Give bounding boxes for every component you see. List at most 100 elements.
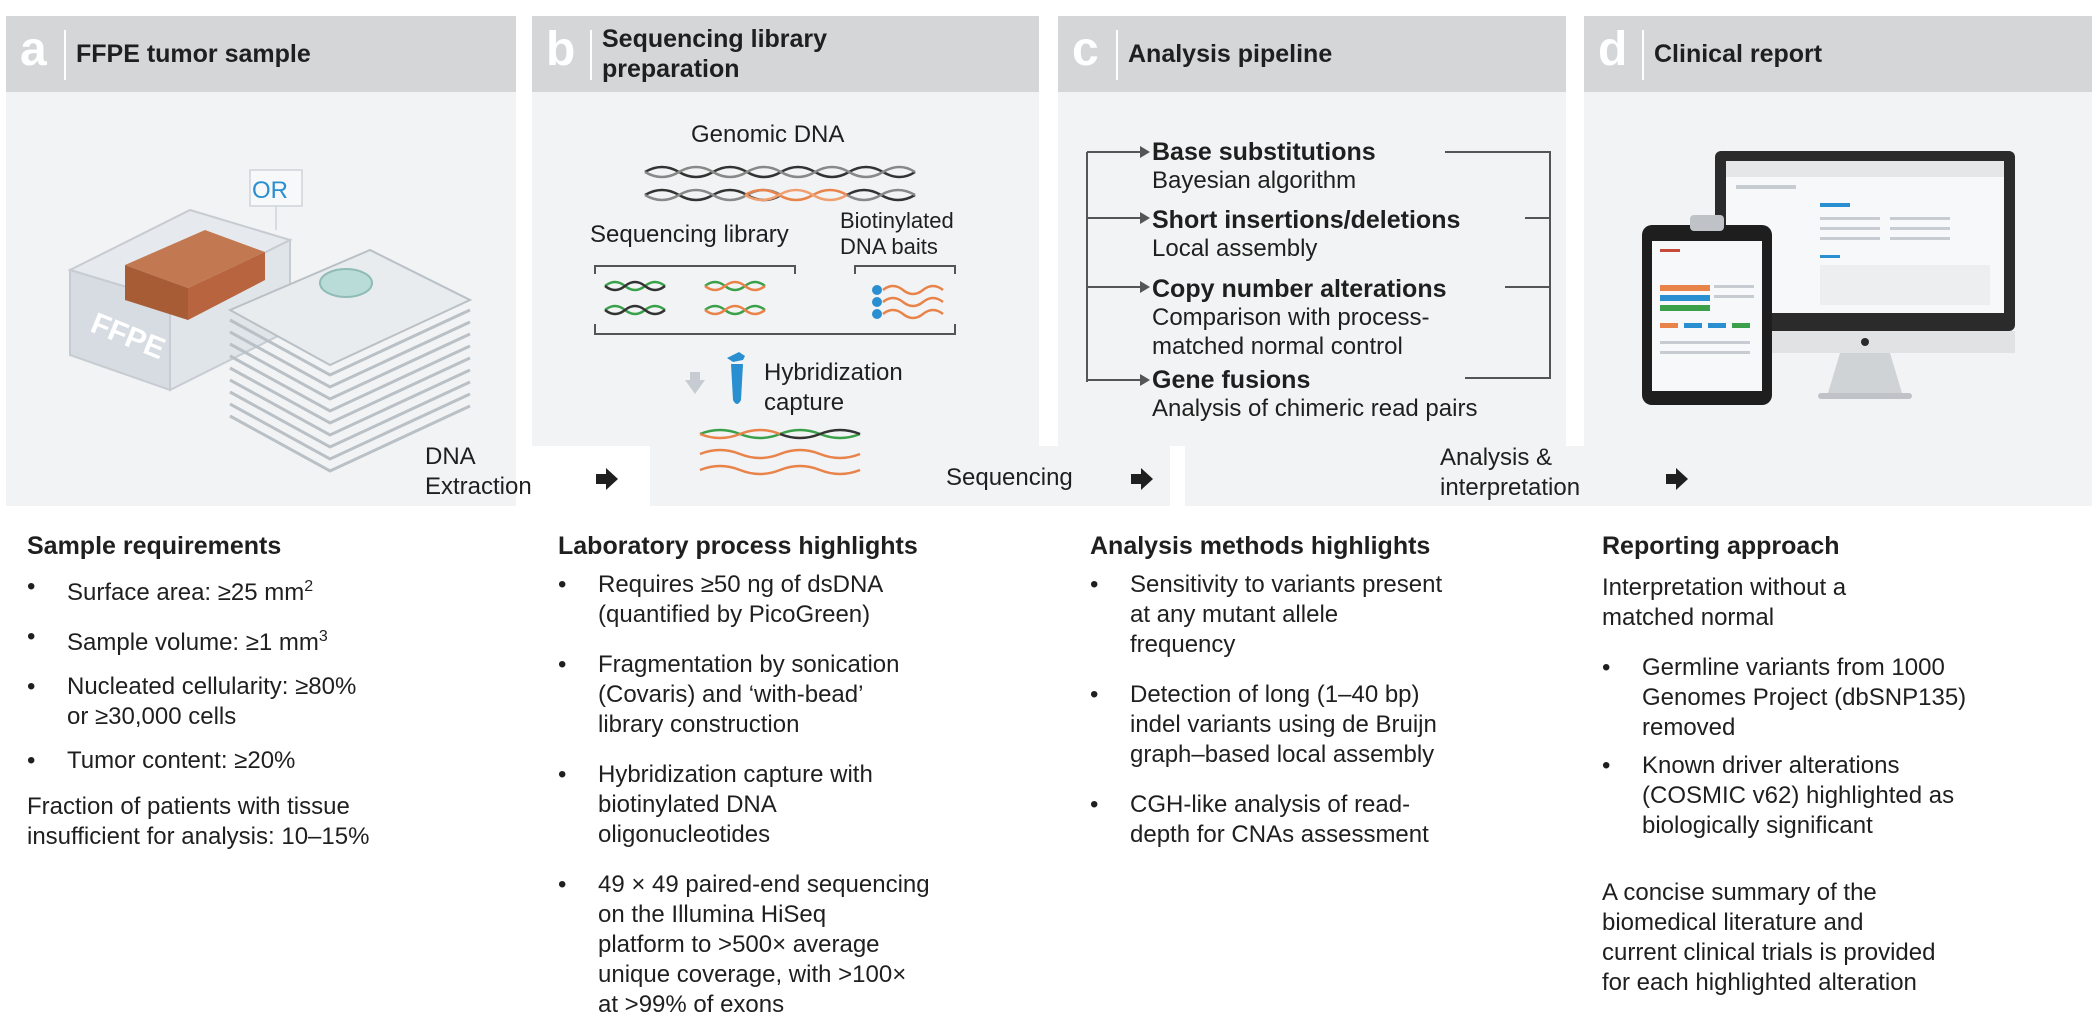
section-c-list: Sensitivity to variants present at any m… (1090, 570, 1560, 864)
list-item: Sensitivity to variants present at any m… (1090, 570, 1560, 660)
list-item: Hybridization capture with biotinylated … (558, 760, 1028, 850)
bullet-line: at >99% of exons (598, 991, 785, 1018)
list-item: Nucleated cellularity: ≥80% or ≥30,000 ce… (27, 672, 487, 732)
superscript: 3 (318, 628, 328, 645)
bullet-text: Tumor content: ≥20% (67, 747, 296, 774)
bullet-line: Detection of long (1–40 bp) (1130, 681, 1420, 708)
pipeline-item-base-substitutions: Base substitutions Bayesian algorithm (1152, 138, 1376, 195)
bullet-line: indel variants using de Bruijn (1130, 711, 1437, 738)
panel-d-header: d Clinical report (1584, 16, 2092, 92)
panel-b-letter: b (546, 23, 576, 76)
section-c-title: Analysis methods highlights (1090, 532, 1431, 560)
bullet-text: Nucleated cellularity: ≥80% (67, 673, 357, 700)
pipeline-item-copy-number: Copy number alterations Comparison with … (1152, 275, 1447, 361)
pipeline-item-title: Base substitutions (1152, 138, 1376, 166)
list-item: Sample volume: ≥1 mm3 (27, 622, 487, 658)
bullet-line: graph–based local assembly (1130, 741, 1435, 768)
step-sequencing: Sequencing (946, 464, 1073, 491)
bullet-line: 49 × 49 paired-end sequencing (598, 871, 930, 898)
section-d-list: Germline variants from 1000 Genomes Proj… (1602, 653, 2072, 855)
note-line: insufficient for analysis: 10–15% (27, 823, 370, 850)
section-b-list: Requires ≥50 ng of dsDNA (quantified by … (558, 570, 1028, 1034)
header-separator (1116, 30, 1118, 80)
bullet-line: (quantified by PicoGreen) (598, 601, 871, 628)
section-a-note: Fraction of patients with tissue insuffi… (27, 792, 369, 852)
section-a-title: Sample requirements (27, 532, 282, 560)
bullet-line: platform to >500× average (598, 931, 880, 958)
bullet-line: Germline variants from 1000 (1642, 654, 1945, 681)
section-d-title: Reporting approach (1602, 532, 1840, 560)
header-separator (590, 30, 592, 80)
summary-line: biomedical literature and (1602, 909, 1864, 936)
bullet-line: biologically significant (1642, 812, 1873, 839)
bullet-line: Known driver alterations (1642, 752, 1900, 779)
genomic-dna-label: Genomic DNA (691, 121, 845, 148)
summary-line: current clinical trials is provided (1602, 939, 1936, 966)
pipeline-item-subtitle: matched normal control (1152, 333, 1403, 360)
step-arrow-icon (1131, 468, 1153, 490)
capture-label-line2: capture (764, 389, 845, 416)
intro-line: Interpretation without a (1602, 574, 1847, 601)
pipeline-item-gene-fusions: Gene fusions Analysis of chimeric read p… (1152, 366, 1477, 423)
step-arrow-icon (1666, 468, 1688, 490)
sequencing-library-label: Sequencing library (590, 221, 789, 248)
bullet-text: Surface area: ≥25 mm (67, 579, 305, 606)
baits-label-line1: Biotinylated (840, 208, 954, 233)
section-b-title: Laboratory process highlights (558, 532, 918, 560)
panel-b-background-lower (650, 446, 1170, 506)
list-item: Detection of long (1–40 bp) indel varian… (1090, 680, 1560, 770)
bullet-line: Genomes Project (dbSNP135) (1642, 684, 1967, 711)
list-item: Fragmentation by sonication (Covaris) an… (558, 650, 1028, 740)
section-d-intro: Interpretation without a matched normal (1602, 573, 1846, 633)
list-item: CGH-like analysis of read- depth for CNA… (1090, 790, 1560, 850)
hybridization-tube-icon (685, 352, 745, 404)
list-item: 49 × 49 paired-end sequencing on the Ill… (558, 870, 1028, 1020)
slide-stack (227, 248, 473, 473)
step-dna-extraction-line1: DNA (425, 443, 476, 470)
ffpe-block-illustration: FFPE (67, 169, 473, 473)
header-separator (64, 30, 66, 80)
bullet-text: or ≥30,000 cells (67, 703, 237, 730)
step-dna-extraction-line2: Extraction (425, 473, 532, 500)
bullet-line: CGH-like analysis of read- (1130, 791, 1411, 818)
or-label: OR (252, 177, 288, 204)
note-line: Fraction of patients with tissue (27, 793, 350, 820)
pipeline-item-subtitle: Local assembly (1152, 235, 1318, 262)
bullet-line: at any mutant allele (1130, 601, 1339, 628)
bullet-line: frequency (1130, 631, 1236, 658)
bullet-line: (COSMIC v62) highlighted as (1642, 782, 1955, 809)
panel-a-title: FFPE tumor sample (76, 40, 311, 68)
bullet-line: removed (1642, 714, 1736, 741)
list-item: Tumor content: ≥20% (27, 746, 487, 776)
list-item: Surface area: ≥25 mm2 (27, 572, 487, 608)
pipeline-item-title: Gene fusions (1152, 366, 1311, 394)
pipeline-item-title: Short insertions/deletions (1152, 206, 1461, 234)
step-analysis-line2: interpretation (1440, 474, 1581, 501)
list-item: Known driver alterations (COSMIC v62) hi… (1602, 751, 2072, 841)
step-arrow-icon (596, 468, 618, 490)
library-bracket-icon (594, 265, 956, 335)
panel-a-header: a FFPE tumor sample (6, 16, 516, 92)
bullet-line: depth for CNAs assessment (1130, 821, 1429, 848)
bullet-line: Fragmentation by sonication (598, 651, 900, 678)
bullet-line: oligonucleotides (598, 821, 771, 848)
baits-label-line2: DNA baits (840, 234, 938, 259)
intro-line: matched normal (1602, 604, 1775, 631)
bullet-line: Sensitivity to variants present (1130, 571, 1443, 598)
panel-a-letter: a (20, 23, 47, 76)
step-analysis-line1: Analysis & (1440, 444, 1553, 471)
list-item: Requires ≥50 ng of dsDNA (quantified by … (558, 570, 1028, 630)
pipeline-item-short-indels: Short insertions/deletions Local assembl… (1152, 206, 1460, 263)
bullet-line: biotinylated DNA (598, 791, 777, 818)
pipeline-item-subtitle: Comparison with process- (1152, 304, 1430, 331)
pipeline-item-subtitle: Bayesian algorithm (1152, 167, 1357, 194)
panel-c-header: c Analysis pipeline (1058, 16, 1566, 92)
bullet-line: unique coverage, with >100× (598, 961, 907, 988)
panel-c-title: Analysis pipeline (1128, 40, 1333, 68)
header-separator (1642, 30, 1644, 80)
section-d-summary: A concise summary of the biomedical lite… (1602, 878, 1935, 998)
captured-fragments-icon (699, 428, 861, 476)
panel-b-header: b Sequencing library preparation (532, 16, 1039, 92)
section-a-list: Surface area: ≥25 mm2 Sample volume: ≥1 … (27, 572, 487, 790)
pipeline-flow-lines (1086, 146, 1551, 386)
